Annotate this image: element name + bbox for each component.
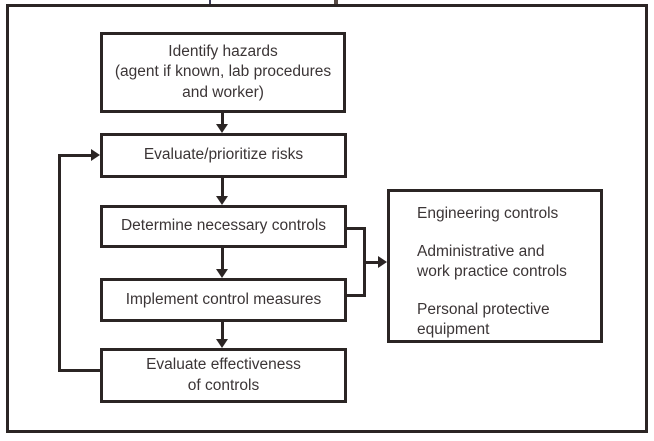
arrowhead-down-icon xyxy=(216,269,228,278)
flow-box-label: Implement control measures xyxy=(125,290,322,308)
feedback-bottom-line xyxy=(58,369,102,372)
flow-box-determine-necessary-controls: Determine necessary controls xyxy=(100,205,347,248)
cropped-title-remnant xyxy=(334,0,338,4)
flow-box-label: Identify hazards (agent if known, lab pr… xyxy=(114,42,332,101)
flow-box-label: Evaluate effectiveness of controls xyxy=(146,356,301,394)
feedback-vertical-line xyxy=(58,154,61,372)
arrowhead-down-icon xyxy=(216,339,228,348)
flow-box-label: Evaluate/prioritize risks xyxy=(143,146,304,164)
flow-box-implement-control-measures: Implement control measures xyxy=(100,278,347,322)
flow-box-identify-hazards: Identify hazards (agent if known, lab pr… xyxy=(100,32,346,113)
feedback-top-line xyxy=(58,154,91,157)
arrowhead-right-icon xyxy=(378,256,387,268)
flow-box-evaluate-effectiveness: Evaluate effectiveness of controls xyxy=(100,348,347,403)
controls-list-box: Engineering controls Administrative and … xyxy=(387,189,603,343)
flow-box-label: Determine necessary controls xyxy=(120,217,327,235)
controls-item-ppe: Personal protective equipment xyxy=(417,300,550,339)
bracket-stub-bottom xyxy=(345,294,366,297)
figure-border xyxy=(6,4,648,433)
connector-line xyxy=(221,248,224,270)
arrowhead-down-icon xyxy=(216,124,228,133)
flow-box-evaluate-prioritize-risks: Evaluate/prioritize risks xyxy=(100,133,347,178)
connector-line xyxy=(221,113,224,126)
bracket-stub-top xyxy=(345,227,366,230)
cropped-title-remnant xyxy=(209,0,211,4)
arrowhead-down-icon xyxy=(216,196,228,205)
connector-line xyxy=(221,322,224,340)
controls-item-administrative: Administrative and work practice control… xyxy=(417,242,567,281)
controls-item-engineering: Engineering controls xyxy=(417,205,559,222)
connector-line xyxy=(221,178,224,197)
arrowhead-right-icon xyxy=(91,149,100,161)
connector-line xyxy=(363,261,379,264)
